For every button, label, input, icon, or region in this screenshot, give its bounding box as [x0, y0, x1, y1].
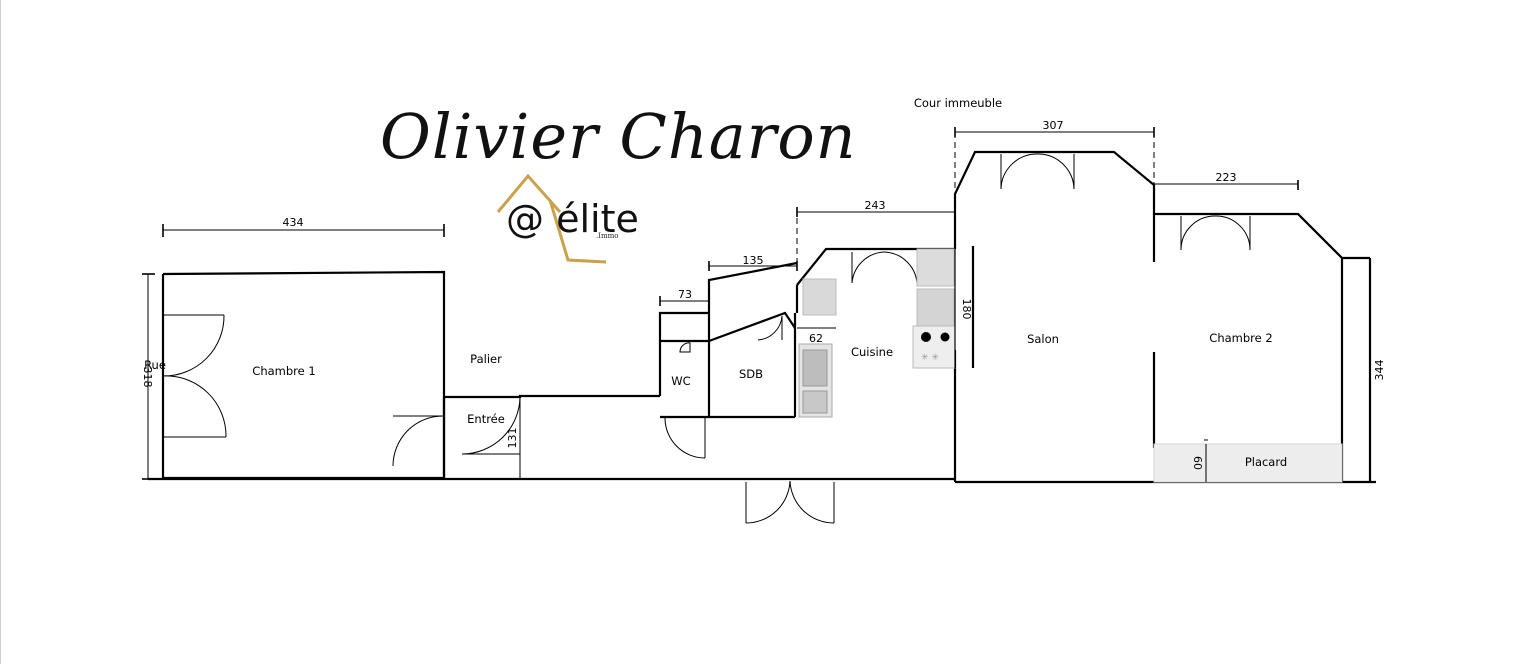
logo-word: @ élite — [506, 197, 639, 241]
room-cuisine: Cuisine — [851, 345, 893, 359]
logo-sub: .Immo — [596, 232, 618, 240]
svg-text:✳ ✳: ✳ ✳ — [921, 353, 939, 363]
dimension-labels: 434 318 73 135 243 62 180 307 223 344 13… — [141, 119, 1386, 470]
dim-chambre2-width: 223 — [1216, 171, 1237, 184]
label-rue: Rue — [144, 358, 166, 372]
dim-entree-height: 131 — [506, 428, 519, 449]
room-chambre1: Chambre 1 — [252, 364, 315, 378]
dim-sdb-width: 135 — [743, 254, 764, 267]
fridge-icon — [802, 278, 837, 316]
room-wc: WC — [671, 374, 690, 388]
room-salon: Salon — [1027, 332, 1059, 346]
placard-fixture — [1153, 439, 1343, 483]
dim-kitchen-width: 243 — [865, 199, 886, 212]
dim-placard-depth: 60 — [1191, 456, 1204, 470]
stove-icon — [912, 325, 956, 369]
room-labels: Chambre 1 Rue Palier Entrée WC SDB Cuisi… — [144, 96, 1287, 469]
dim-chambre1-height: 318 — [141, 367, 154, 388]
room-placard: Placard — [1245, 455, 1287, 469]
brand-name: Olivier Charon — [380, 100, 857, 173]
room-chambre2: Chambre 2 — [1209, 331, 1272, 345]
dim-chambre1-width: 434 — [283, 216, 304, 229]
dimension-lines — [142, 127, 1376, 483]
room-palier: Palier — [470, 352, 502, 366]
dim-salon-width: 307 — [1043, 119, 1064, 132]
left-border — [0, 0, 1, 664]
label-cour-immeuble: Cour immeuble — [914, 96, 1002, 110]
dim-chambre2-height: 344 — [1373, 360, 1386, 381]
kitchen-fixtures: ✳ ✳ — [798, 246, 975, 418]
dim-kitchen-counter: 62 — [809, 332, 823, 345]
logo-roof-icon — [496, 173, 562, 213]
dim-wc-width: 73 — [678, 288, 692, 301]
room-entree: Entrée — [467, 412, 505, 426]
brand-logo: Olivier Charon @ élite .Immo — [380, 100, 857, 264]
doors — [162, 153, 1251, 524]
room-sdb: SDB — [739, 367, 763, 381]
logo-check-icon — [548, 199, 607, 264]
dim-kitchen-height: 180 — [960, 299, 973, 320]
